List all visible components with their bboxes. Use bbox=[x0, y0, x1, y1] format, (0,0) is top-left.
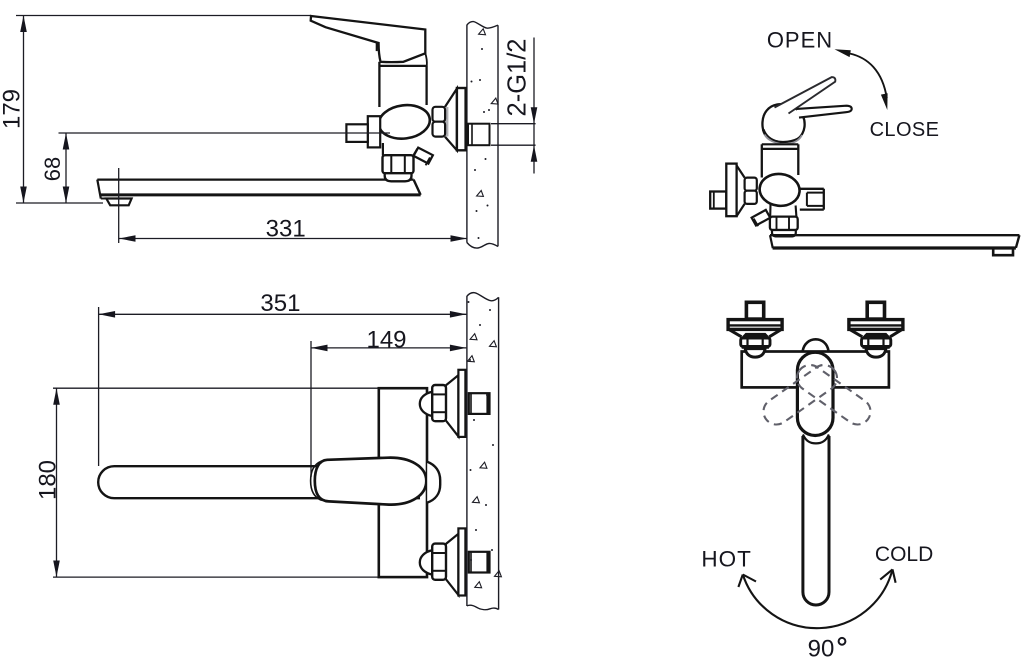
svg-text:2-G1/2: 2-G1/2 bbox=[504, 39, 532, 117]
svg-text:HOT: HOT bbox=[701, 546, 752, 571]
svg-text:90: 90 bbox=[808, 635, 835, 662]
svg-text:COLD: COLD bbox=[875, 543, 933, 566]
svg-text:331: 331 bbox=[266, 215, 306, 242]
svg-text:179: 179 bbox=[0, 89, 26, 129]
svg-text:68: 68 bbox=[40, 157, 65, 181]
svg-text:CLOSE: CLOSE bbox=[870, 119, 940, 141]
svg-text:351: 351 bbox=[260, 290, 300, 317]
svg-text:149: 149 bbox=[366, 326, 406, 353]
svg-text:OPEN: OPEN bbox=[767, 28, 833, 53]
svg-text:180: 180 bbox=[35, 460, 62, 500]
